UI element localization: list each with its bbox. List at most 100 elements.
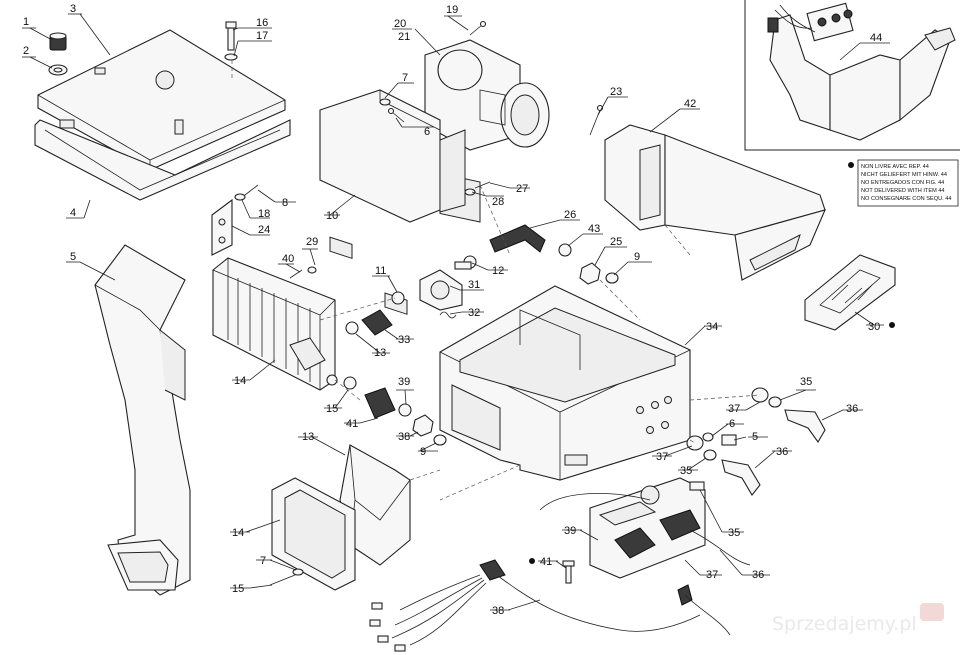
part-screw-6a xyxy=(387,107,405,123)
part-screw-6b xyxy=(464,181,491,196)
callout-7d: 29 xyxy=(306,236,318,248)
callout-5: 5 xyxy=(70,251,76,263)
callout-8: 24 xyxy=(258,224,270,236)
callout-26: 31 xyxy=(468,279,480,291)
callout-1: 1 xyxy=(23,16,29,28)
callout-31b: 35 xyxy=(680,465,692,477)
callout-3: 3 xyxy=(70,3,76,15)
leader-lines xyxy=(29,13,875,611)
part-fitting-32a xyxy=(784,409,826,444)
note-line-3: NO ENTREGADOS CON FIG. 44 xyxy=(861,180,944,186)
callout-38: 38 xyxy=(492,605,504,617)
part-screw-19 xyxy=(469,20,487,36)
callout-30b: 37 xyxy=(656,451,668,463)
callout-10b: 12 xyxy=(492,265,504,277)
part-hose-11 xyxy=(364,387,396,419)
callout-10a: 43 xyxy=(588,223,600,235)
note-box: NON LIVRE AVEC REP. 44 NICHT GELIEFERT M… xyxy=(848,159,959,207)
callout-labels: 1 2 3 16 17 20 21 19 44 7 23 42 6 5 4 8 … xyxy=(22,3,895,443)
inset-panel: NON LIVRE AVEC REP. 44 NICHT GELIEFERT M… xyxy=(744,0,960,207)
callout-7b: 18 xyxy=(258,208,270,220)
callout-6b: 8 xyxy=(282,197,288,209)
part-duct-5 xyxy=(94,244,191,596)
part-frame-14 xyxy=(271,477,356,591)
part-washer-28a xyxy=(605,272,619,284)
callout-19: 19 xyxy=(446,4,458,16)
part-duct-42 xyxy=(604,124,826,281)
callout-27a: 25 xyxy=(610,236,622,248)
callout-44: 44 xyxy=(870,32,882,44)
callout-40: 30 xyxy=(868,321,880,333)
part-heater-core-9 xyxy=(212,257,338,391)
part-plug-34 xyxy=(721,434,737,446)
callout-9: 14 xyxy=(234,375,246,387)
part-spring-43 xyxy=(439,311,457,319)
callout-27b: 38 xyxy=(398,431,410,443)
part-screw-6d xyxy=(289,266,317,279)
callout-30a: 37 xyxy=(728,403,740,415)
watermark: Sprzedajemy.pl xyxy=(772,603,944,635)
part-cover-3 xyxy=(37,29,286,171)
callout-29: 34 xyxy=(706,321,718,333)
note-line-4: NOT DELIVERED WITH ITEM 44 xyxy=(861,188,945,194)
callout-10c: 11 xyxy=(375,265,386,277)
callout-6a: 6 xyxy=(424,126,430,138)
part-screw-16 xyxy=(225,21,237,51)
part-screw-35 xyxy=(689,481,705,491)
callout-39: 39 xyxy=(564,525,576,537)
part-hose-24 xyxy=(489,224,546,253)
callout-25: 33 xyxy=(398,334,410,346)
part-screw-6c xyxy=(234,184,259,201)
part-bracket-18 xyxy=(319,89,466,315)
part-washer-31a xyxy=(768,396,782,408)
part-fitting-32b xyxy=(721,459,761,496)
callout-15: 15 xyxy=(232,583,244,595)
part-washer-17 xyxy=(224,53,238,61)
callout-6d: 40 xyxy=(282,253,294,265)
callout-20: 20 xyxy=(394,18,406,30)
callout-labels-lower: 6 5 9 13 37 36 35 14 39 35 36 37 7 15 41… xyxy=(230,418,792,617)
callout-16: 16 xyxy=(256,17,268,29)
part-clamp-10b xyxy=(391,291,405,305)
callout-31a: 35 xyxy=(800,376,812,388)
callout-2: 2 xyxy=(23,45,29,57)
watermark-text: Sprzedajemy.pl xyxy=(772,613,917,635)
part-bracket-8 xyxy=(211,198,233,256)
part-clamp-12 xyxy=(398,403,412,417)
part-cap-1 xyxy=(49,32,67,51)
part-cable-36 xyxy=(539,493,751,566)
part-switch-37 xyxy=(677,584,731,636)
part-control-panel-39 xyxy=(589,477,706,579)
note-line-1: NON LIVRE AVEC REP. 44 xyxy=(861,164,929,170)
callout-35: 35 xyxy=(728,527,740,539)
note-line-5: NO CONSEGNARE CON SEQU. 44 xyxy=(861,196,951,202)
callout-28b: 9 xyxy=(420,446,426,458)
callout-23: 23 xyxy=(610,86,622,98)
callout-18: 10 xyxy=(326,210,338,222)
alignment-lines xyxy=(231,60,761,501)
callout-41: 41 xyxy=(540,556,552,568)
part-clamp-10a xyxy=(463,243,572,269)
part-filter-40 xyxy=(804,254,896,331)
callout-21: 21 xyxy=(398,31,410,43)
callout-7c: 28 xyxy=(492,196,504,208)
part-gasket-4 xyxy=(34,119,291,201)
callout-14: 14 xyxy=(232,527,244,539)
part-clamp-10d xyxy=(343,376,357,390)
callout-32a: 36 xyxy=(846,403,858,415)
part-washer-2 xyxy=(48,64,68,76)
callout-43: 32 xyxy=(468,307,480,319)
part-washer-28b xyxy=(433,434,447,446)
part-harness-38 xyxy=(369,559,701,652)
part-washer-33 xyxy=(702,432,714,442)
callout-32b: 36 xyxy=(776,446,788,458)
part-valve-26 xyxy=(419,261,472,311)
part-screw-15 xyxy=(269,568,304,586)
callout-7e: 7 xyxy=(260,555,266,567)
callout-4: 4 xyxy=(70,207,76,219)
part-housing-29 xyxy=(439,285,691,481)
part-nut-27b xyxy=(412,414,434,437)
part-screw-41 xyxy=(562,560,575,584)
callout-6c: 27 xyxy=(516,183,528,195)
